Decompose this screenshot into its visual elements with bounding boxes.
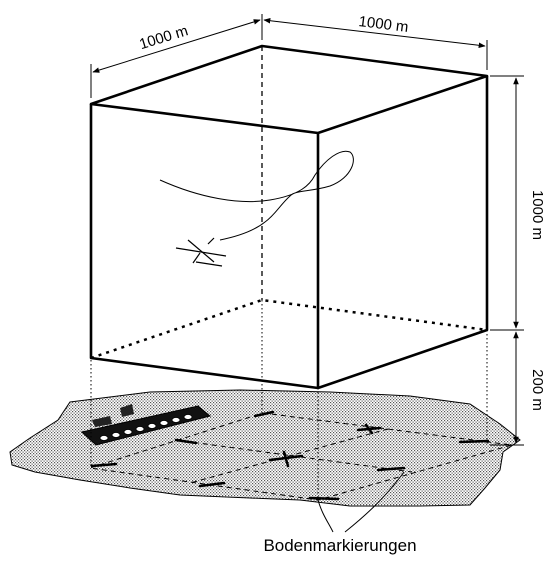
dimension-height [490, 75, 524, 331]
dimension-side-width [263, 17, 488, 70]
caption-leaders [317, 471, 405, 533]
projection-lines [90, 300, 488, 500]
glider-icon [175, 237, 227, 267]
cube-hidden-edges [90, 46, 488, 360]
ground-marker-crosses [90, 410, 490, 501]
airspace-cube [89, 44, 489, 390]
ground-area [9, 389, 521, 507]
flight-path [159, 150, 354, 241]
label-ground-clearance: 200 m [529, 369, 546, 411]
label-height: 1000 m [529, 190, 546, 240]
label-width-front: 1000 m [137, 22, 190, 53]
dimension-front-width [90, 14, 263, 98]
winch-icon [80, 404, 212, 446]
label-width-side: 1000 m [358, 13, 410, 36]
caption-ground-markings: Bodenmarkierungen [263, 536, 416, 555]
dimension-ground-clearance [490, 331, 524, 446]
